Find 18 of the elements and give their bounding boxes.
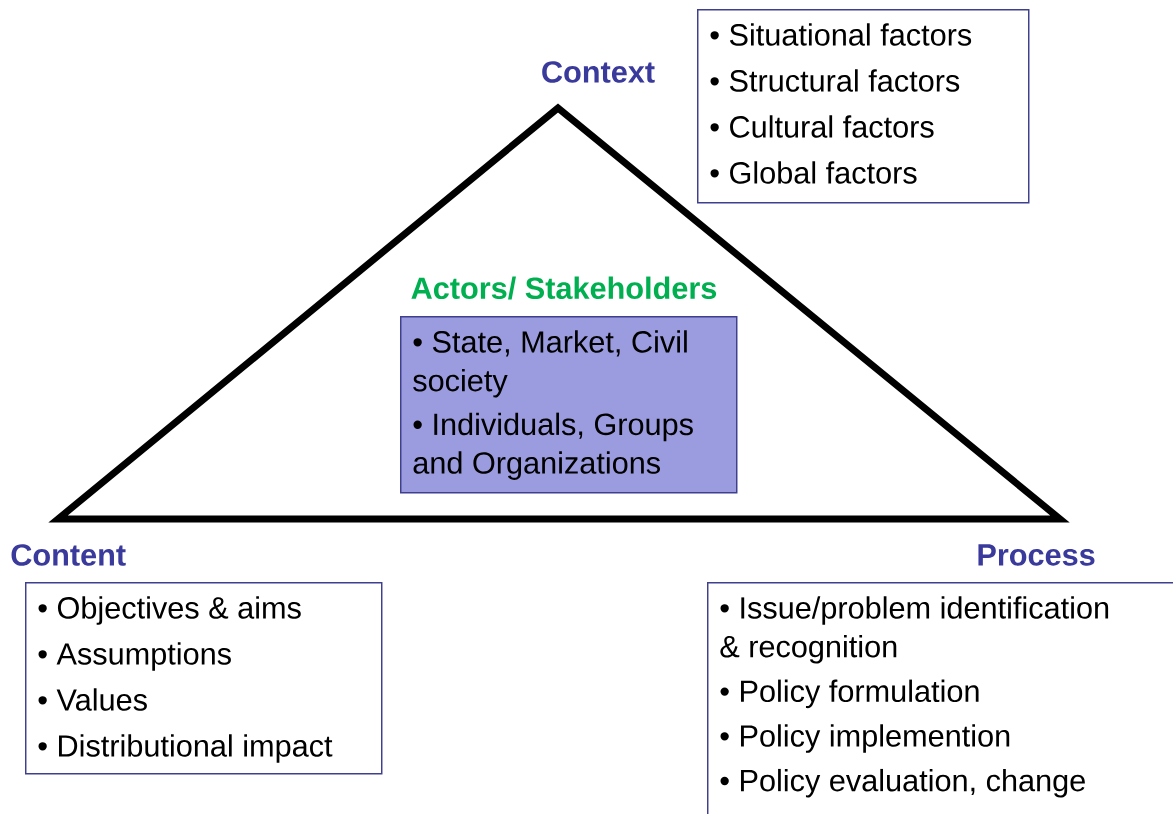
heading: Context xyxy=(542,61,655,83)
heading: Actors/ Stakeholders xyxy=(411,276,717,300)
list-item: • Structural factors xyxy=(710,69,960,92)
list-item: • Objectives & aims xyxy=(38,596,301,625)
list-item: • Policy formulation xyxy=(720,679,979,709)
list-item: • Situational factors xyxy=(710,23,972,46)
list-item: • Individuals, Groups and Organizations xyxy=(413,412,693,480)
heading: Content xyxy=(11,544,126,566)
list-item: • Global factors xyxy=(710,161,917,184)
list-item: • Policy evaluation, change xyxy=(720,768,1085,798)
list-item: • Assumptions xyxy=(38,642,231,671)
list-item: • Issue/problem identification & recognition xyxy=(720,596,1109,664)
list-item: • Distributional impact xyxy=(38,734,333,763)
list-item: • Policy implemention xyxy=(720,724,1010,753)
list-item: • State, Market, Civil society xyxy=(413,330,687,398)
list-item: • Cultural factors xyxy=(710,115,934,138)
heading: Process xyxy=(978,544,1095,566)
list-item: • Values xyxy=(38,688,147,711)
